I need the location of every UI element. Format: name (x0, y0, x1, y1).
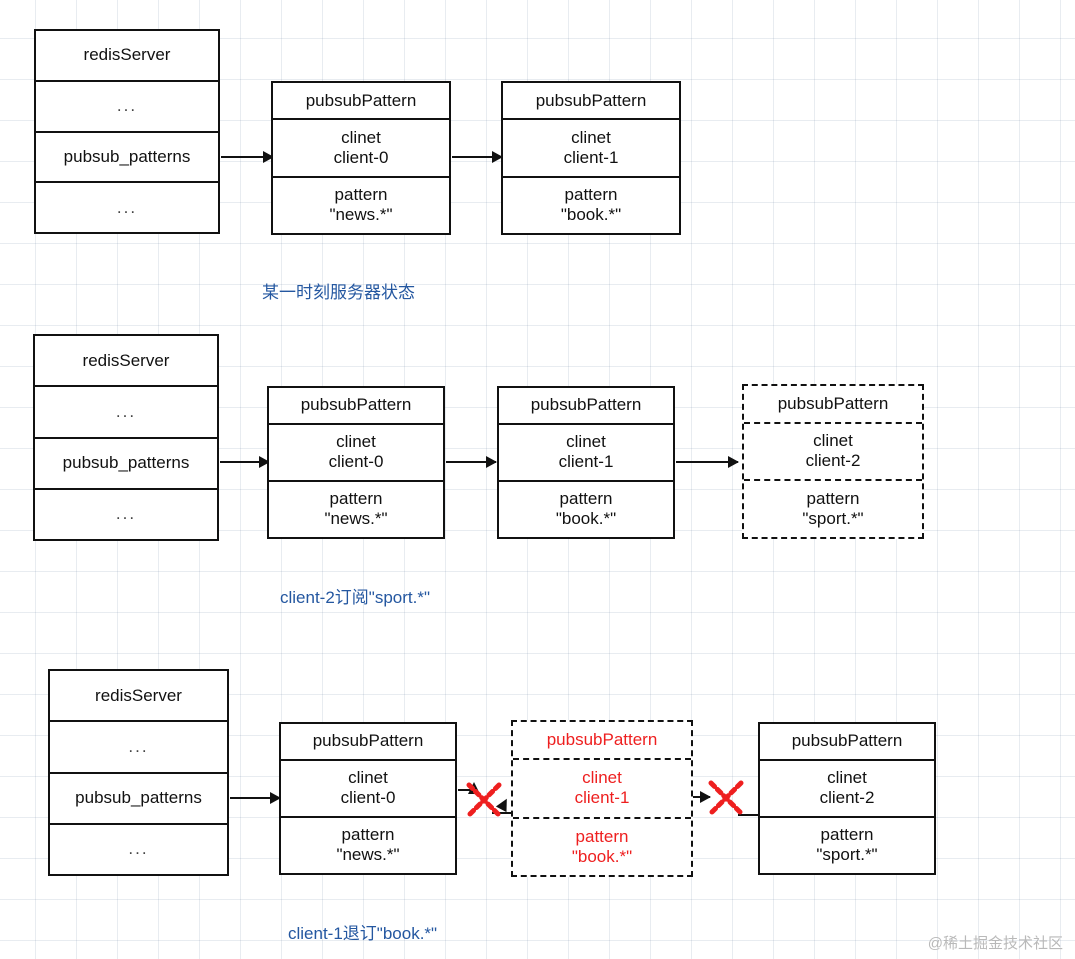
row1-node0-pattern-value: "news.*" (329, 205, 393, 225)
row2-redis-server-struct: redisServer ... pubsub_patterns ... (33, 334, 219, 541)
row2-node-client2: pubsubPattern clinet client-2 pattern "s… (742, 384, 924, 539)
row1-node0-client-value: client-0 (333, 147, 389, 167)
row3-node1-client-value: client-1 (574, 788, 630, 808)
row1-server-field-pubsub-patterns: pubsub_patterns (36, 133, 218, 184)
row1-node-client0: pubsubPattern clinet client-0 pattern "n… (271, 81, 451, 235)
row1-server-field-2: ... (116, 197, 138, 217)
row1-node1-client-value: client-1 (563, 147, 619, 167)
row2-node-client0: pubsubPattern clinet client-0 pattern "n… (267, 386, 445, 539)
row2-node2-title: pubsubPattern (744, 386, 922, 424)
row1-server-field-0: ... (36, 82, 218, 133)
row1-server-title: redisServer (36, 31, 218, 82)
row3-node0-client-value: client-0 (340, 788, 396, 808)
row2-node1-client-key: clinet (566, 432, 606, 452)
row2-node1-pattern-key: pattern (559, 489, 613, 509)
row3-node-client0: pubsubPattern clinet client-0 pattern "n… (279, 722, 457, 875)
row1-node1-pattern-key: pattern (564, 185, 618, 205)
row1-node0-title: pubsubPattern (273, 83, 449, 121)
row3-node1-pattern: pattern "book.*" (513, 819, 691, 875)
row3-node2-client-key: clinet (827, 768, 867, 788)
row2-node2-pattern-key: pattern (806, 489, 860, 509)
row2-node1-pattern-value: "book.*" (555, 509, 617, 529)
row2-node2-client-value: client-2 (805, 451, 861, 471)
row1-node1-client-key: clinet (571, 127, 611, 147)
row2-arrow-node0-to-node1 (446, 461, 496, 464)
row2-server-field-pubsub-patterns: pubsub_patterns (35, 439, 217, 490)
row3-node2-title: pubsubPattern (760, 724, 934, 761)
row2-node1-pattern: pattern "book.*" (499, 482, 673, 537)
row1-arrow-server-to-node0 (221, 156, 273, 159)
row1-arrow-node0-to-node1 (452, 156, 502, 159)
row3-server-field-pubsub-patterns: pubsub_patterns (50, 774, 227, 825)
row3-broken-link-2-red-x-icon (708, 780, 744, 816)
row3-node2-pattern-key: pattern (820, 825, 874, 845)
row3-node1-client: clinet client-1 (513, 760, 691, 819)
row2-node0-title: pubsubPattern (269, 388, 443, 425)
row2-node-client1: pubsubPattern clinet client-1 pattern "b… (497, 386, 675, 539)
row2-node1-client: clinet client-1 (499, 425, 673, 482)
row2-caption: client-2订阅"sport.*" (280, 588, 431, 607)
row3-server-field-0: ... (50, 722, 227, 774)
row3-node1-title: pubsubPattern (513, 722, 691, 761)
row3-broken-link-2-stub-out (738, 814, 764, 817)
row2-server-title: redisServer (35, 336, 217, 388)
row2-node1-title: pubsubPattern (499, 388, 673, 425)
watermark: @稀土掘金技术社区 (927, 935, 1063, 952)
row3-node0-pattern-value: "news.*" (336, 845, 400, 865)
row2-node0-pattern-key: pattern (329, 489, 383, 509)
row3-node0-pattern-key: pattern (341, 825, 395, 845)
row3-broken-link-1-red-x-icon (466, 782, 502, 818)
row3-node2-pattern-value: "sport.*" (816, 845, 878, 865)
row1-node1-client: clinet client-1 (503, 120, 679, 178)
row2-node0-client-value: client-0 (328, 452, 384, 472)
row3-broken-link-2-arrow-in (684, 796, 710, 799)
row3-broken-link-1-stub-left (458, 789, 476, 792)
row3-server-field-2: ... (128, 839, 149, 859)
row2-node0-pattern-value: "news.*" (324, 509, 388, 529)
row3-broken-link-1-stub-right (492, 812, 512, 815)
row3-redis-server-struct: redisServer ... pubsub_patterns ... (48, 669, 229, 876)
row2-server-field-2: ... (115, 504, 137, 524)
row1-node1-pattern-value: "book.*" (560, 205, 622, 225)
row1-node0-client: clinet client-0 (273, 120, 449, 178)
row2-node2-pattern-value: "sport.*" (802, 509, 864, 529)
row3-node2-client-value: client-2 (819, 788, 875, 808)
row1-caption: 某一时刻服务器状态 (262, 283, 415, 302)
row1-node1-pattern: pattern "book.*" (503, 178, 679, 233)
row1-redis-server-struct: redisServer ... pubsub_patterns ... (34, 29, 220, 234)
row1-node0-client-key: clinet (341, 127, 381, 147)
row2-server-field-0: ... (35, 387, 217, 439)
row3-node1-client-key: clinet (582, 768, 622, 788)
row3-caption: client-1退订"book.*" (288, 924, 438, 943)
row3-node0-title: pubsubPattern (281, 724, 455, 761)
row2-node1-client-value: client-1 (558, 452, 614, 472)
row3-node1-pattern-key: pattern (575, 826, 629, 846)
row3-node2-pattern: pattern "sport.*" (760, 818, 934, 873)
row2-node0-pattern: pattern "news.*" (269, 482, 443, 537)
row3-node0-pattern: pattern "news.*" (281, 818, 455, 873)
row2-arrow-node1-to-node2 (676, 461, 738, 464)
row2-node2-client-key: clinet (813, 431, 853, 451)
row3-node0-client-key: clinet (348, 768, 388, 788)
row3-node1-pattern-value: "book.*" (571, 846, 633, 866)
row1-node1-title: pubsubPattern (503, 83, 679, 121)
row2-node0-client: clinet client-0 (269, 425, 443, 482)
row2-node2-client: clinet client-2 (744, 424, 922, 482)
row3-node-client1: pubsubPattern clinet client-1 pattern "b… (511, 720, 693, 877)
row2-arrow-server-to-node0 (220, 461, 269, 464)
row2-node0-client-key: clinet (336, 432, 376, 452)
row2-node2-pattern: pattern "sport.*" (744, 481, 922, 537)
row1-node0-pattern-key: pattern (334, 185, 388, 205)
row1-node-client1: pubsubPattern clinet client-1 pattern "b… (501, 81, 681, 235)
row3-node2-client: clinet client-2 (760, 761, 934, 818)
row1-node0-pattern: pattern "news.*" (273, 178, 449, 233)
row3-arrow-server-to-node0 (230, 797, 280, 800)
row3-node0-client: clinet client-0 (281, 761, 455, 818)
row3-node-client2: pubsubPattern clinet client-2 pattern "s… (758, 722, 936, 875)
row3-server-title: redisServer (50, 671, 227, 723)
